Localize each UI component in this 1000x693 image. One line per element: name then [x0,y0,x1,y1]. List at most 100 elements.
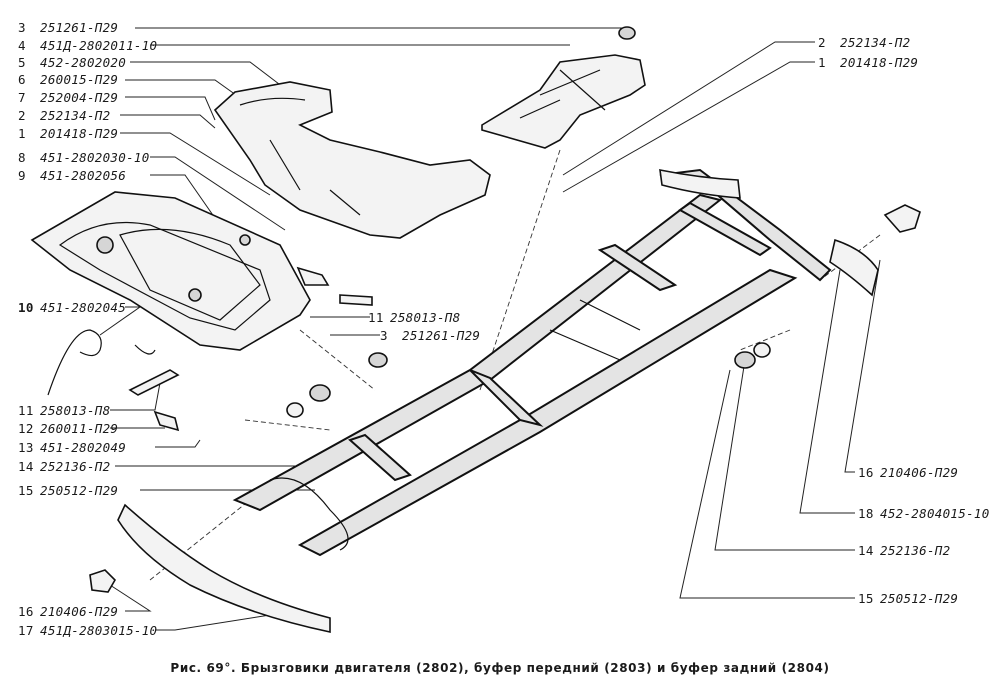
label-part-11-mid: 11 258013-П8 [368,311,460,325]
label-part-13: 13 451-2802049 [18,441,126,455]
label-part-17: 17 451Д-2803015-10 [18,624,157,638]
label-code: 252136-П2 [880,543,951,558]
label-code: 252136-П2 [40,459,111,474]
label-part-1: 1 201418-П29 [18,127,118,141]
left-leader-lines [99,27,622,631]
bolt-16-left [89,569,117,593]
washer-14-right [753,342,771,358]
label-part-16: 16 210406-П29 [18,605,118,619]
label-part-14-right: 14 252136-П2 [858,544,950,558]
label-number: 11 [18,403,34,418]
label-part-18: 18 452-2804015-10 [858,507,990,521]
label-code: 252134-П2 [40,108,111,123]
label-part-14: 14 252136-П2 [18,460,110,474]
label-code: 452-2804015-10 [880,506,990,521]
cap-nut-top [618,26,636,40]
rubber-sleeve [296,266,330,286]
label-code: 451-2802045 [40,300,127,315]
label-number: 8 [18,150,26,165]
bolt-12 [153,410,180,432]
label-code: 451-2802056 [40,168,127,183]
label-number: 1 [18,126,26,141]
label-part-1-right: 1 201418-П29 [818,56,918,70]
label-number: 1 [818,55,826,70]
label-number: 11 [368,310,384,325]
rear-bumper-left [659,168,741,199]
label-number: 16 [858,465,874,480]
label-part-4: 4 451Д-2802011-10 [18,39,157,53]
label-code: 201418-П29 [840,55,919,70]
label-number: 12 [18,421,34,436]
label-number: 10 [18,300,34,315]
label-number: 5 [18,55,26,70]
label-code: 250512-П29 [880,591,959,606]
label-number: 6 [18,72,26,87]
label-number: 17 [18,623,34,638]
nut-15-left [309,384,331,402]
engine-splash-tray [30,191,311,351]
label-code: 252004-П29 [40,90,119,105]
right-mud-shield [481,54,646,149]
label-code: 251261-П29 [402,328,481,343]
bolt-16-right [883,204,921,233]
tray-stud [96,236,114,254]
label-number: 4 [18,38,26,53]
label-code: 260011-П29 [40,421,119,436]
label-code: 252134-П2 [840,35,911,50]
label-part-7: 7 252004-П29 [18,91,118,105]
label-number: 7 [18,90,26,105]
label-number: 3 [380,328,388,343]
spring-10 [47,329,102,396]
label-number: 14 [858,543,874,558]
label-part-2-right: 2 252134-П2 [818,36,910,50]
label-code: 258013-П8 [390,310,461,325]
label-code: 452-2802020 [40,55,127,70]
bolt-11 [339,294,373,306]
label-code: 451Д-2803015-10 [40,623,158,638]
nut-15-right [734,351,756,369]
label-part-10: 10 451-2802045 [18,301,126,315]
chassis-frame [232,168,832,557]
label-part-9: 9 451-2802056 [18,169,126,183]
label-number: 2 [18,108,26,123]
label-number: 15 [858,591,874,606]
label-code: 451-2802049 [40,440,127,455]
label-code: 260015-П29 [40,72,119,87]
right-leader-lines [310,41,881,599]
label-number: 9 [18,168,26,183]
label-number: 15 [18,483,34,498]
label-number: 3 [18,20,26,35]
label-part-12: 12 260011-П29 [18,422,118,436]
label-code: 451Д-2802011-10 [40,38,158,53]
label-part-6: 6 260015-П29 [18,73,118,87]
label-code: 210406-П29 [40,604,119,619]
label-number: 13 [18,440,34,455]
label-number: 2 [818,35,826,50]
assembly-dash-lines [149,149,881,581]
cap-nut-3 [368,352,388,368]
label-part-2: 2 252134-П2 [18,109,110,123]
label-part-11: 11 258013-П8 [18,404,110,418]
strip-13 [128,369,180,396]
label-part-3-mid: 3 251261-П29 [380,329,480,343]
left-mud-shield-upper [213,81,491,239]
label-number: 16 [18,604,34,619]
label-part-15-right: 15 250512-П29 [858,592,958,606]
label-code: 451-2802030-10 [40,150,150,165]
label-part-3: 3 251261-П29 [18,21,118,35]
washer-14-left [286,402,304,418]
label-code: 201418-П29 [40,126,119,141]
label-code: 258013-П8 [40,403,111,418]
front-bumper [117,503,331,633]
rear-bumper-right [829,238,879,297]
label-part-8: 8 451-2802030-10 [18,151,150,165]
label-number: 18 [858,506,874,521]
label-code: 251261-П29 [40,20,119,35]
figure-caption: Рис. 69°. Брызговики двигателя (2802), б… [170,661,830,675]
label-part-5: 5 452-2802020 [18,56,126,70]
label-number: 14 [18,459,34,474]
